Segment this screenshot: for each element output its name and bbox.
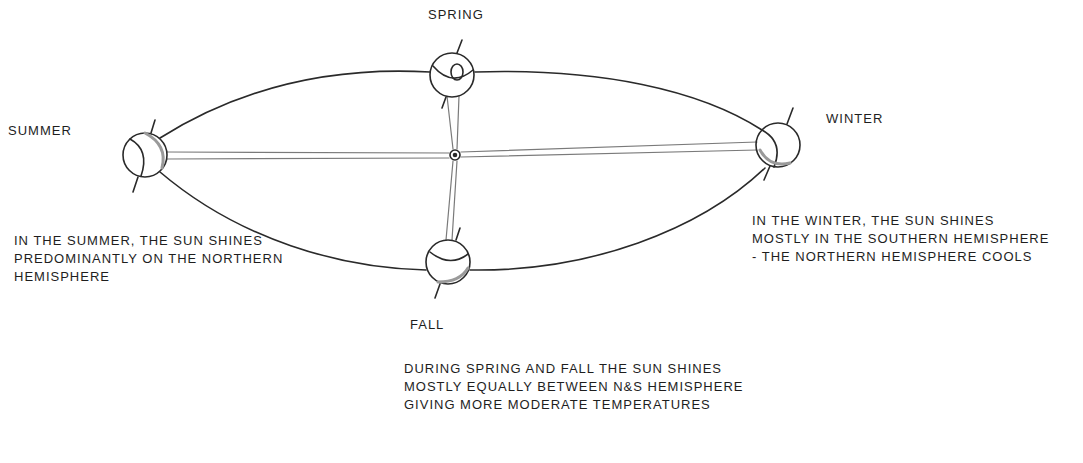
season-label: WINTER	[826, 110, 936, 128]
orbit-arc	[160, 71, 430, 138]
earth-globe	[426, 240, 470, 284]
earth-shade	[438, 268, 468, 282]
earth-axis	[435, 284, 440, 298]
earth-shade	[145, 133, 163, 168]
sun-line	[457, 96, 459, 149]
earth-axis	[456, 228, 460, 240]
orbit-arc	[475, 72, 762, 130]
earth-axis	[133, 177, 138, 192]
note-text: IN THE WINTER, THE SUN SHINES MOSTLY IN …	[752, 212, 1052, 266]
earth-axis	[457, 40, 462, 53]
note-text: IN THE SUMMER, THE SUN SHINES PREDOMINAN…	[14, 232, 334, 286]
orbit-arc	[470, 168, 765, 270]
sun-line	[461, 150, 757, 157]
earth-terminator	[430, 252, 468, 261]
earth-axis	[764, 166, 770, 180]
earth-terminator	[433, 66, 473, 78]
sun-line	[446, 161, 453, 240]
season-label: SUMMER	[8, 122, 118, 140]
sun-core	[454, 154, 457, 157]
sun	[450, 150, 460, 160]
earth-globe	[756, 123, 800, 167]
note-text: DURING SPRING AND FALL THE SUN SHINES MO…	[404, 360, 774, 414]
sun-line	[167, 152, 449, 153]
earth-globe	[123, 133, 167, 177]
earth-shade	[760, 150, 790, 164]
sun-line	[447, 96, 453, 149]
earth-terminator	[130, 139, 144, 176]
earth-axis	[151, 120, 155, 133]
sun-line	[452, 161, 457, 240]
season-label: SPRING	[428, 6, 538, 24]
earth-axis	[442, 97, 446, 108]
season-label: FALL	[410, 316, 490, 334]
earth-globe	[430, 53, 474, 97]
sun-line	[167, 158, 449, 159]
earth-axis	[787, 108, 793, 124]
